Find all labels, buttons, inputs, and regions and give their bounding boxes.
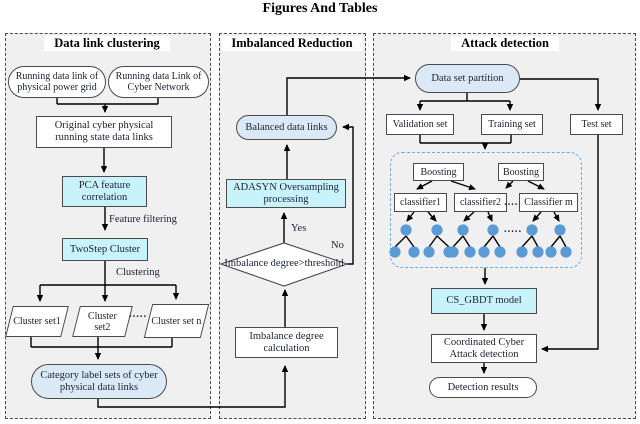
node-classifier2: classifier2 — [454, 193, 507, 212]
node-cs-gbdt-model: CS_GBDT model — [431, 288, 537, 314]
node-twostep-cluster: TwoStep Cluster — [62, 238, 148, 261]
node-cluster-set1: Cluster set1 — [5, 306, 69, 337]
node-boosting-left: Boosting — [413, 163, 464, 181]
label-cluster-dots: ..... — [128, 309, 148, 321]
node-power-grid-links: Running data link of physical power grid — [8, 66, 106, 98]
panel-title-imbalanced: Imbalanced Reduction — [221, 36, 363, 51]
node-category-label-sets: Category label sets of cyber physical da… — [31, 364, 167, 399]
label-tree-dots: ..... — [503, 224, 523, 236]
label-yes: Yes — [291, 223, 307, 235]
node-classifier-m: Classifier m — [519, 193, 578, 212]
node-cluster-set-n: Cluster set n — [143, 304, 210, 338]
node-imbalance-decision: Imbalance degree>threshold — [224, 258, 344, 270]
node-classifier1: classifier1 — [394, 193, 447, 212]
figure-title: Figures And Tables — [262, 1, 378, 16]
node-cluster-set2: Cluster set2 — [72, 306, 133, 337]
node-imbalance-calculation: Imbalance degree calculation — [235, 327, 338, 358]
node-original-links: Original cyber physical running state da… — [36, 116, 172, 148]
node-training-set: Training set — [481, 114, 543, 135]
label-no: No — [331, 240, 344, 252]
node-validation-set: Validation set — [386, 114, 454, 135]
node-boosting-right: Boosting — [498, 163, 544, 181]
panel-title-attack: Attack detection — [451, 36, 559, 51]
node-data-set-partition: Data set partition — [415, 64, 520, 93]
label-clustering: Clustering — [116, 267, 160, 279]
panel-title-clustering: Data link clustering — [44, 36, 170, 51]
node-cyber-network-links: Running data Link of Cyber Network — [108, 66, 209, 98]
node-test-set: Test set — [570, 114, 623, 135]
node-balanced-data-links: Balanced data links — [236, 115, 337, 140]
node-adasyn-oversampling: ADASYN Oversampling processing — [226, 179, 346, 208]
node-coordinated-attack-detection: Coordinated Cyber Attack detection — [431, 334, 537, 363]
node-pca-feature-correlation: PCA feature correlation — [62, 176, 147, 207]
label-feature-filtering: Feature filtering — [109, 214, 177, 226]
node-detection-results: Detection results — [429, 377, 537, 398]
label-classifier-dots: ..... — [504, 196, 522, 208]
